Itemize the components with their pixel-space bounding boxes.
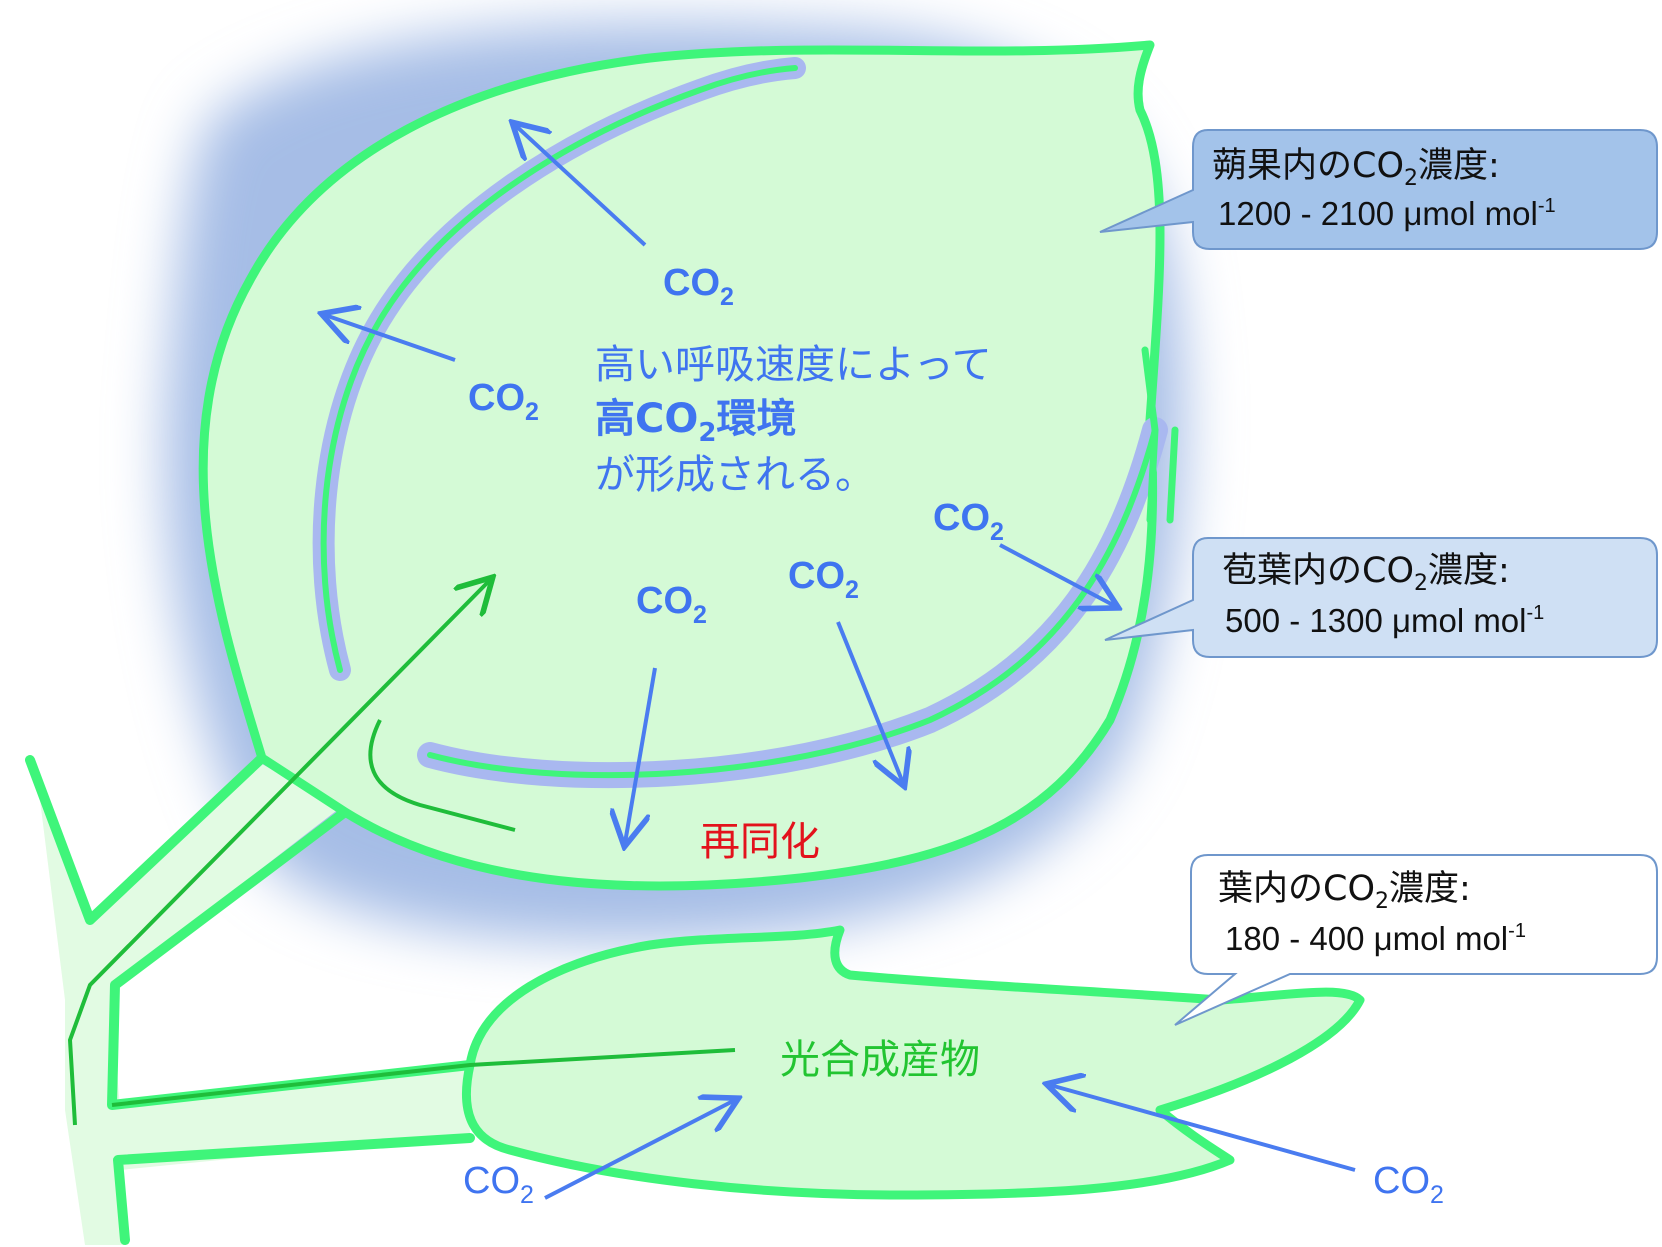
co2-arrow-down-right: [836, 621, 903, 783]
callout-leaf-title: 葉内のCO2濃度:: [1218, 869, 1471, 914]
co2-label: CO2: [933, 497, 1004, 546]
fruit-bract: [198, 40, 1179, 891]
leaf-co2-arrows: [544, 1085, 1356, 1200]
main-text-line3: が形成される。: [595, 452, 875, 498]
co2-arrow-right: [999, 543, 1115, 606]
fruit-vein: [67, 580, 516, 1126]
callout-capsule-title: 蒴果内のCO2濃度:: [1212, 146, 1500, 191]
co2-label-leaf: CO2: [1373, 1160, 1444, 1209]
co2-label-leaf: CO2: [463, 1160, 534, 1209]
co2-arrow-down-left: [625, 667, 657, 843]
main-text-line2: 高CO2環境: [595, 396, 796, 448]
co2-label: CO2: [788, 555, 859, 604]
callout-bract: 苞葉内のCO2濃度: 500 - 1300 μmol mol-1: [1104, 537, 1658, 658]
callout-capsule-value: 1200 - 2100 μmol mol-1: [1218, 195, 1556, 232]
callout-capsule: 蒴果内のCO2濃度: 1200 - 2100 μmol mol-1: [1099, 129, 1658, 250]
photosynthate-label: 光合成産物: [780, 1037, 980, 1083]
reassimilation-label: 再同化: [700, 819, 820, 865]
co2-arrow-leaf-right: [1050, 1085, 1356, 1172]
co2-label: CO2: [468, 377, 539, 426]
co2-arrow-leaf-left: [544, 1100, 735, 1200]
callout-leaf-value: 180 - 400 μmol mol-1: [1225, 920, 1526, 957]
main-text-line1: 高い呼吸速度によって: [595, 342, 992, 388]
co2-label: CO2: [663, 262, 734, 311]
fruit-co2-arrows: [325, 125, 1115, 843]
callout-bract-title: 苞葉内のCO2濃度:: [1222, 551, 1510, 596]
co2-arrow-up: [515, 125, 647, 247]
co2-arrow-upleft: [325, 315, 456, 362]
callout-leaf: 葉内のCO2濃度: 180 - 400 μmol mol-1: [1174, 854, 1658, 1026]
lower-leaf: [111, 925, 1365, 1200]
callout-bract-value: 500 - 1300 μmol mol-1: [1225, 602, 1544, 639]
co2-label: CO2: [636, 580, 707, 629]
